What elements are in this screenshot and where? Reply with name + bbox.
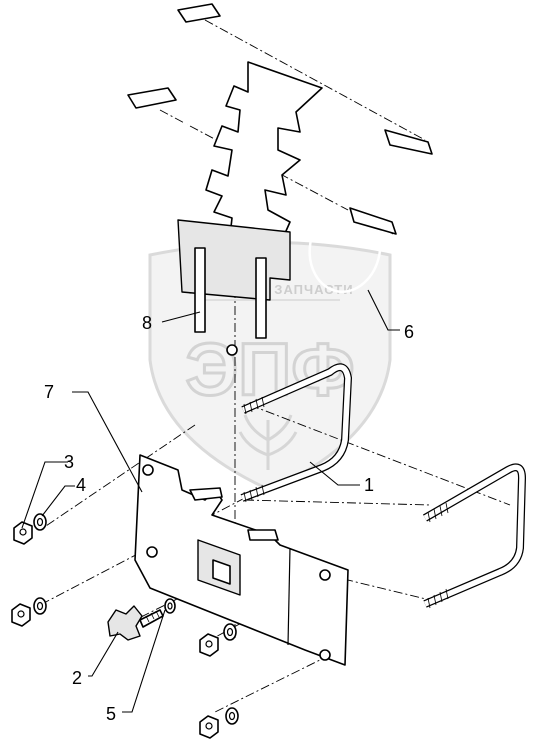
nut-washer-lower-left	[11, 597, 47, 627]
callout-7: 7	[44, 382, 54, 402]
hose-clamp-left	[125, 87, 195, 191]
callout-5: 5	[106, 704, 116, 724]
u-bolt-lower	[422, 463, 527, 609]
watermark: ТЕХНИКА И ЗАПЧАСТИ ЭПФ	[148, 241, 392, 492]
callout-1: 1	[364, 475, 374, 495]
callout-8: 8	[142, 313, 152, 333]
nut-washer-upper-left	[13, 513, 47, 545]
callout-2: 2	[72, 668, 82, 688]
base-plate	[134, 454, 349, 666]
nut-washer-bottom	[199, 707, 239, 739]
callouts: 1 2 3 4 5 6 7 8	[44, 313, 414, 724]
wheat-icon	[238, 414, 298, 470]
nut-washer-middle	[199, 623, 237, 657]
bracket-plate	[177, 61, 323, 356]
bolt-washer	[164, 598, 176, 614]
leader-lines	[21, 289, 400, 713]
hose-clamp-front	[308, 202, 397, 294]
callout-6: 6	[404, 322, 414, 342]
hose-clamp-right	[344, 127, 433, 209]
hose-clamp-top	[156, 3, 224, 103]
u-bolt-upper	[240, 363, 353, 503]
callout-3: 3	[64, 452, 74, 472]
callout-4: 4	[76, 475, 86, 495]
